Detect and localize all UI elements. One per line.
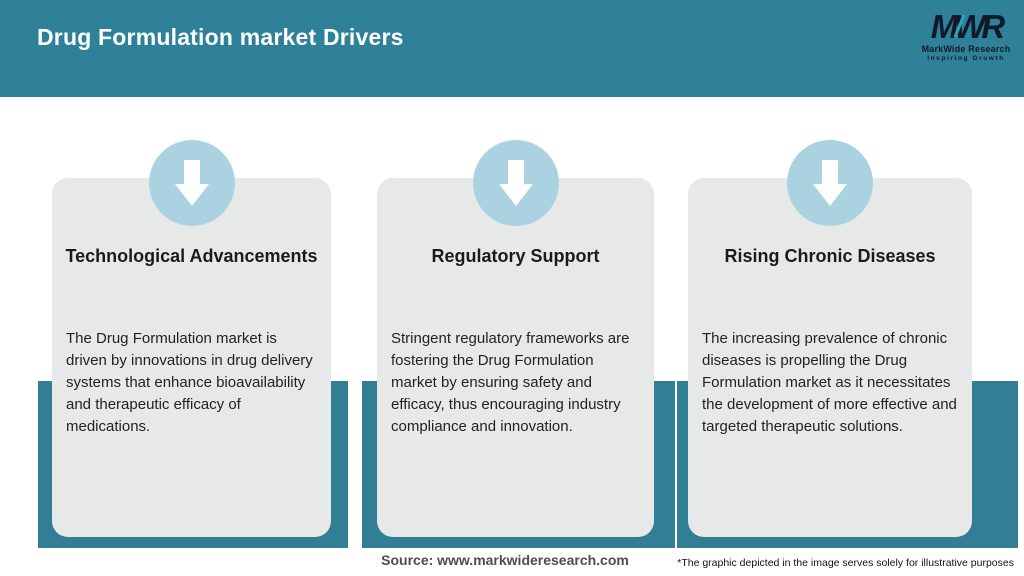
card-title: Technological Advancements [65, 246, 318, 266]
card-title: Regulatory Support [431, 246, 600, 266]
driver-card-regulatory-support: Regulatory Support Stringent regulatory … [377, 178, 654, 537]
markwide-research-logo: MWR MarkWide Research Inspiring Growth [920, 10, 1012, 63]
down-arrow-badge [149, 140, 235, 226]
down-arrow-icon [499, 160, 533, 206]
card-description: Stringent regulatory frameworks are fost… [391, 330, 630, 435]
down-arrow-badge [473, 140, 559, 226]
down-arrow-icon [813, 160, 847, 206]
logo-company-name: MarkWide Research [921, 44, 1011, 54]
down-arrow-icon [175, 160, 209, 206]
logo-monogram: MWR [930, 8, 1005, 45]
disclaimer-note: *The graphic depicted in the image serve… [677, 557, 1014, 569]
card-description: The Drug Formulation market is driven by… [66, 330, 313, 435]
card-title: Rising Chronic Diseases [724, 246, 936, 266]
page-title: Drug Formulation market Drivers [37, 24, 404, 50]
header-bar: Drug Formulation market Drivers MWR Mark… [0, 0, 1024, 97]
driver-card-rising-chronic-diseases: Rising Chronic Diseases The increasing p… [688, 178, 972, 537]
driver-card-technological-advancements: Technological Advancements The Drug Form… [52, 178, 331, 537]
down-arrow-badge [787, 140, 873, 226]
card-description: The increasing prevalence of chronic dis… [702, 330, 957, 435]
logo-tagline: Inspiring Growth [927, 55, 1005, 62]
logo-monogram-text: MWR [930, 8, 1005, 45]
source-attribution: Source: www.markwideresearch.com [381, 552, 629, 568]
